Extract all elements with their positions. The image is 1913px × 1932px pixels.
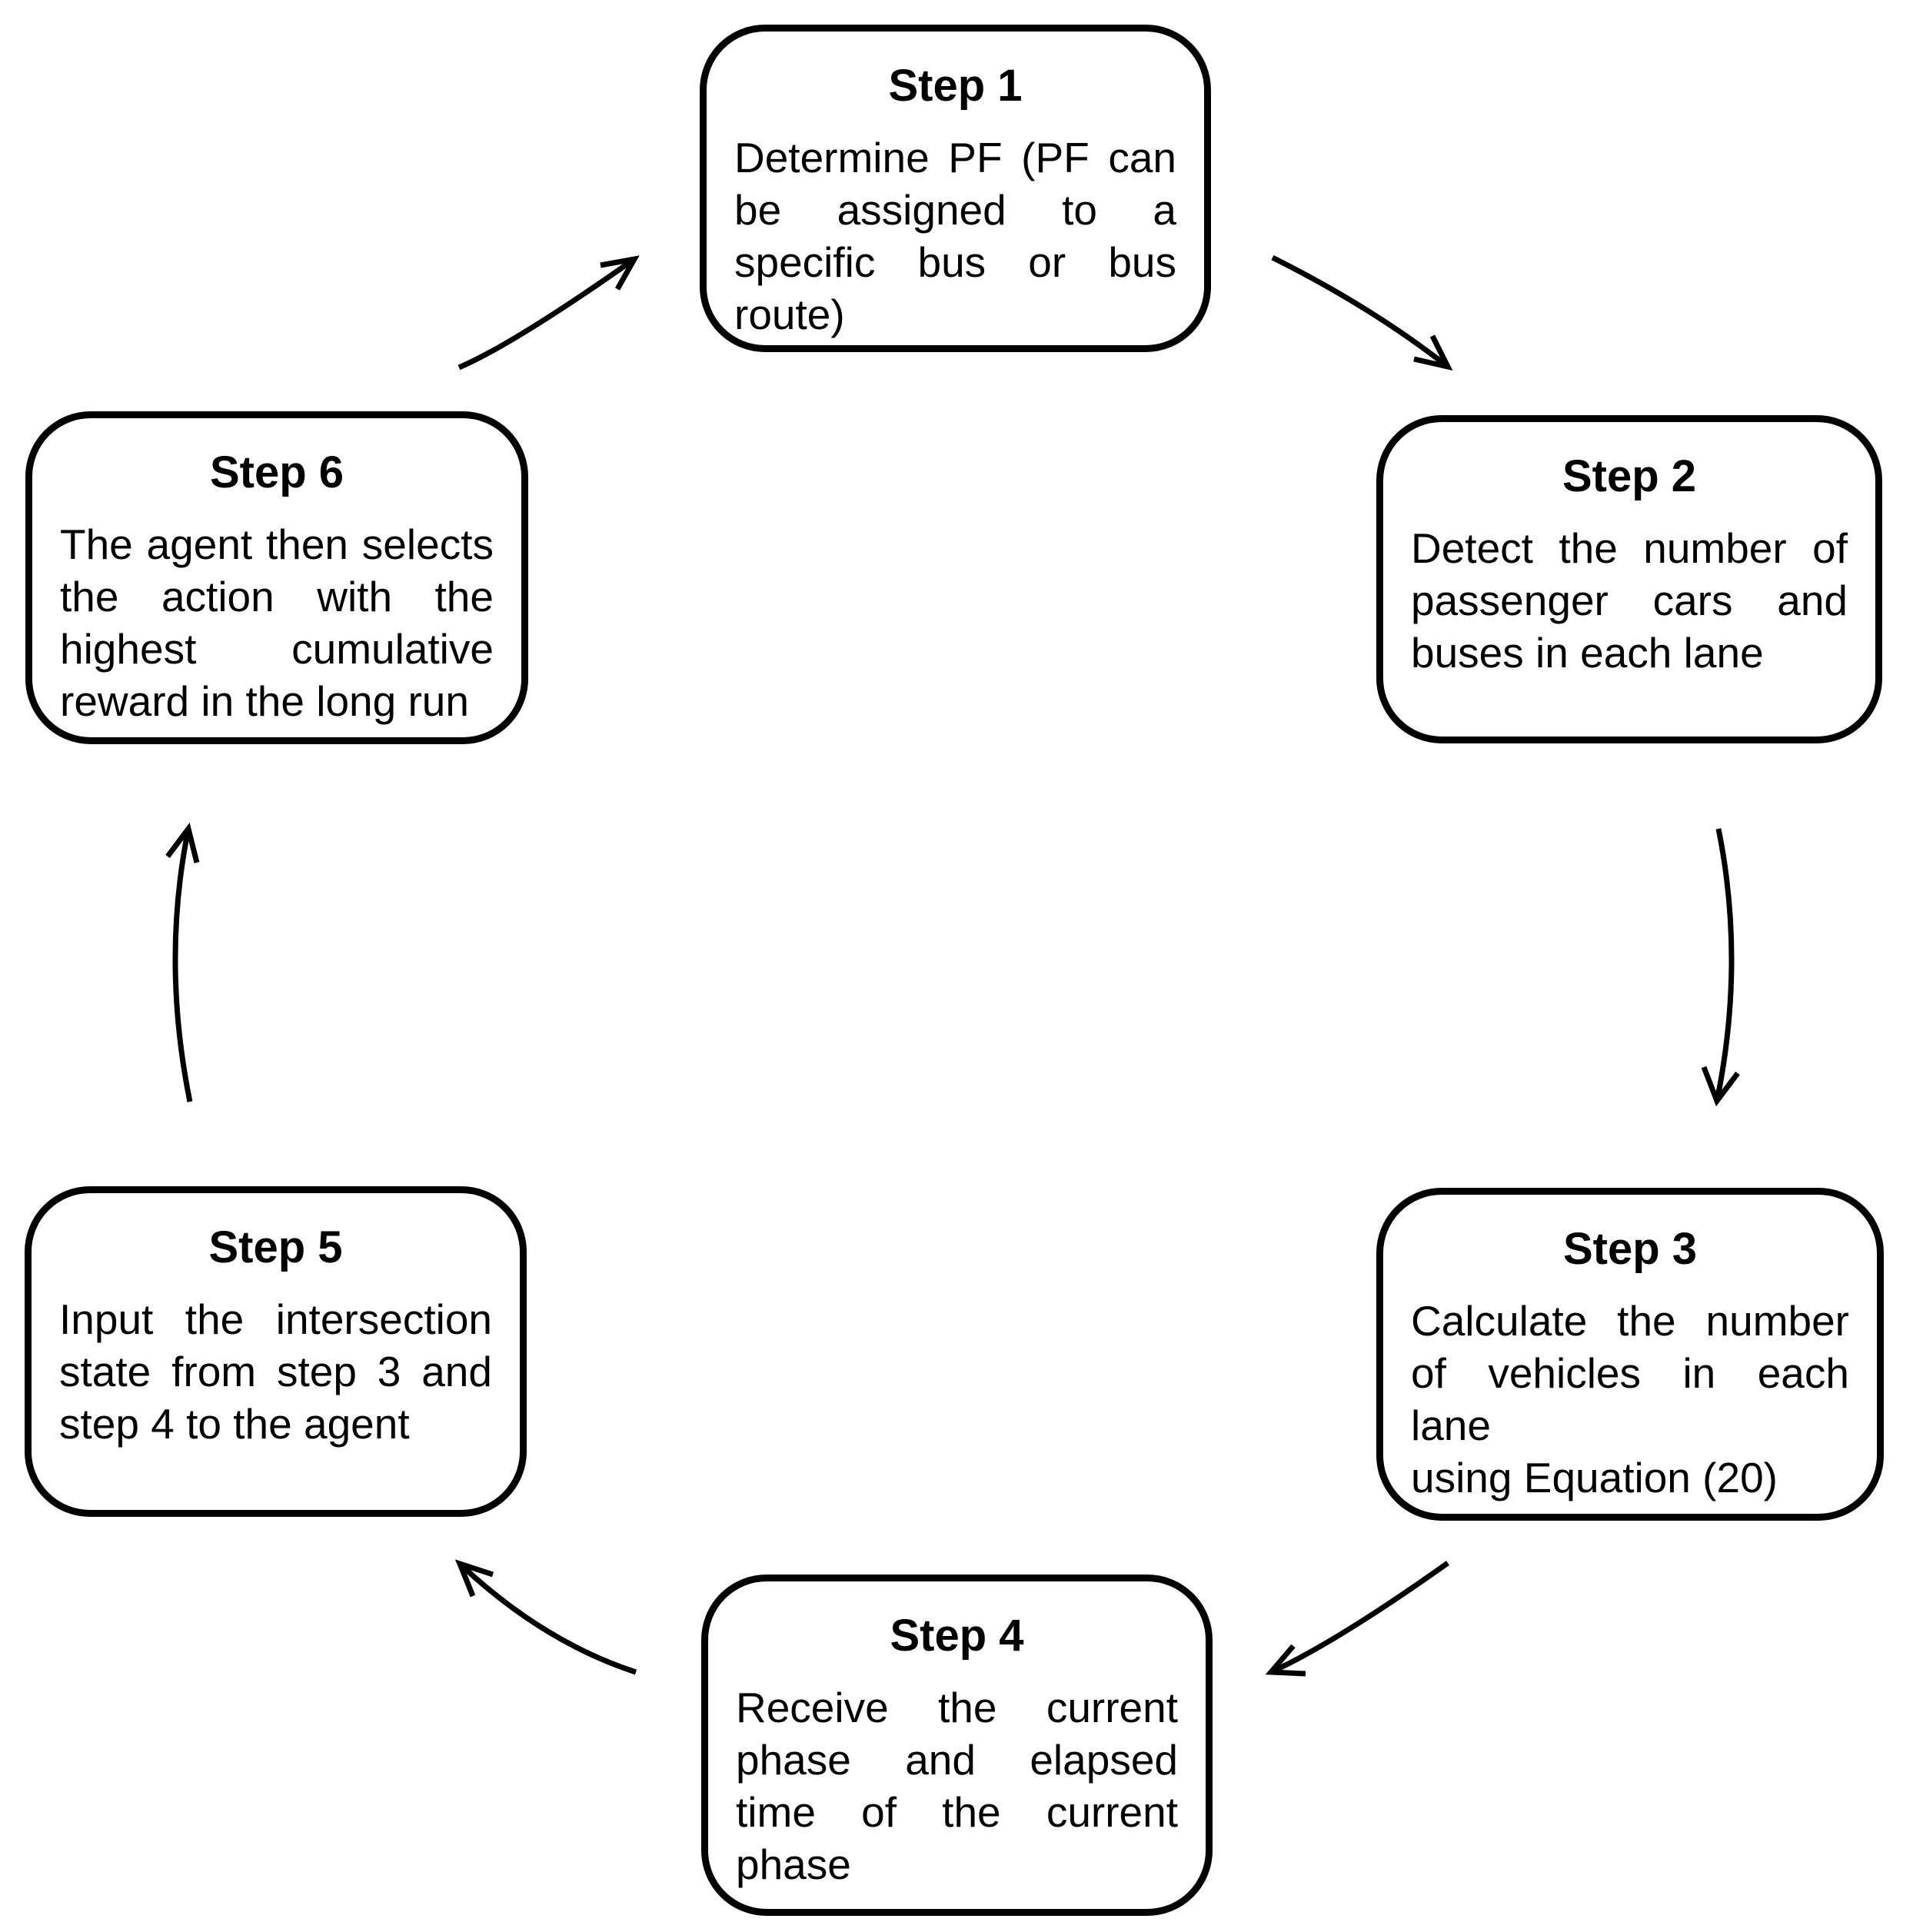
step-6-body: The agent then selects the action with t…: [60, 518, 494, 727]
step-body-line: route): [734, 291, 845, 338]
arrow-line: [1271, 254, 1450, 369]
step-1-title: Step 1: [888, 61, 1023, 111]
step-2-box: Step 2 Detect the number of passenger ca…: [1376, 415, 1882, 743]
arrowhead: [165, 823, 200, 863]
step-3-box: Step 3 Calculate the number of vehicles …: [1376, 1188, 1884, 1521]
step-4-body: Receive the current phase and elapsed ti…: [736, 1681, 1178, 1890]
step-body-line: buses in each lane: [1411, 629, 1764, 677]
step-body-line: step 4 to the agent: [59, 1400, 410, 1448]
arrow-step6-to-step1: [457, 255, 640, 371]
step-1-body: Determine PF (PF can be assigned to a sp…: [734, 131, 1176, 341]
step-body-line: reward in the long run: [60, 677, 469, 725]
step-body-line: state from step 3 and: [59, 1348, 492, 1395]
arrow-step3-to-step4: [1265, 1561, 1450, 1677]
step-3-title: Step 3: [1562, 1224, 1698, 1274]
step-body-line: Calculate the number: [1411, 1297, 1849, 1345]
step-5-title: Step 5: [208, 1222, 343, 1272]
step-2-title: Step 2: [1562, 451, 1697, 501]
arrowhead: [1701, 1066, 1740, 1107]
step-body-line: highest cumulative: [60, 625, 494, 673]
arrow-step1-to-step2: [1271, 254, 1453, 371]
arrow-line: [457, 1561, 637, 1675]
arrow-step2-to-step3: [1701, 828, 1740, 1107]
arrow-line: [1714, 828, 1735, 1102]
arrow-line: [172, 828, 193, 1102]
step-body-line: the action with the: [60, 573, 494, 620]
step-body-line: be assigned to a: [734, 186, 1176, 234]
arrow-step5-to-step6: [165, 823, 200, 1102]
step-2-body: Detect the number of passenger cars and …: [1411, 522, 1848, 679]
step-1-box: Step 1 Determine PF (PF can be assigned …: [700, 25, 1211, 352]
step-3-body: Calculate the number of vehicles in each…: [1411, 1295, 1849, 1504]
arrow-line: [1269, 1561, 1450, 1675]
arrowhead: [1413, 334, 1453, 371]
step-body-line: The agent then selects: [60, 520, 494, 568]
step-body-line: using Equation (20): [1411, 1454, 1778, 1501]
step-4-title: Step 4: [890, 1611, 1024, 1661]
step-body-line: phase: [736, 1841, 851, 1888]
arrowhead: [454, 1559, 494, 1598]
step-4-box: Step 4 Receive the current phase and ela…: [701, 1575, 1213, 1916]
arrow-line: [457, 257, 637, 371]
step-5-box: Step 5 Input the intersection state from…: [25, 1186, 527, 1517]
step-body-line: phase and elapsed: [736, 1736, 1178, 1784]
step-body-line: Receive the current: [736, 1684, 1178, 1731]
arrow-step4-to-step5: [454, 1559, 637, 1675]
step-6-title: Step 6: [209, 447, 344, 497]
arrowhead: [1265, 1644, 1306, 1677]
step-body-line: specific bus or bus: [734, 238, 1176, 286]
step-5-body: Input the intersection state from step 3…: [59, 1293, 492, 1450]
step-body-line: Determine PF (PF can: [734, 134, 1176, 181]
step-body-line: time of the current: [736, 1788, 1178, 1836]
arrowhead: [600, 255, 640, 291]
step-body-line: passenger cars and: [1411, 577, 1848, 624]
step-body-line: Input the intersection: [59, 1295, 492, 1343]
step-body-line: Detect the number of: [1411, 524, 1848, 572]
step-body-line: of vehicles in each lane: [1411, 1349, 1849, 1449]
step-6-box: Step 6 The agent then selects the action…: [25, 411, 528, 744]
